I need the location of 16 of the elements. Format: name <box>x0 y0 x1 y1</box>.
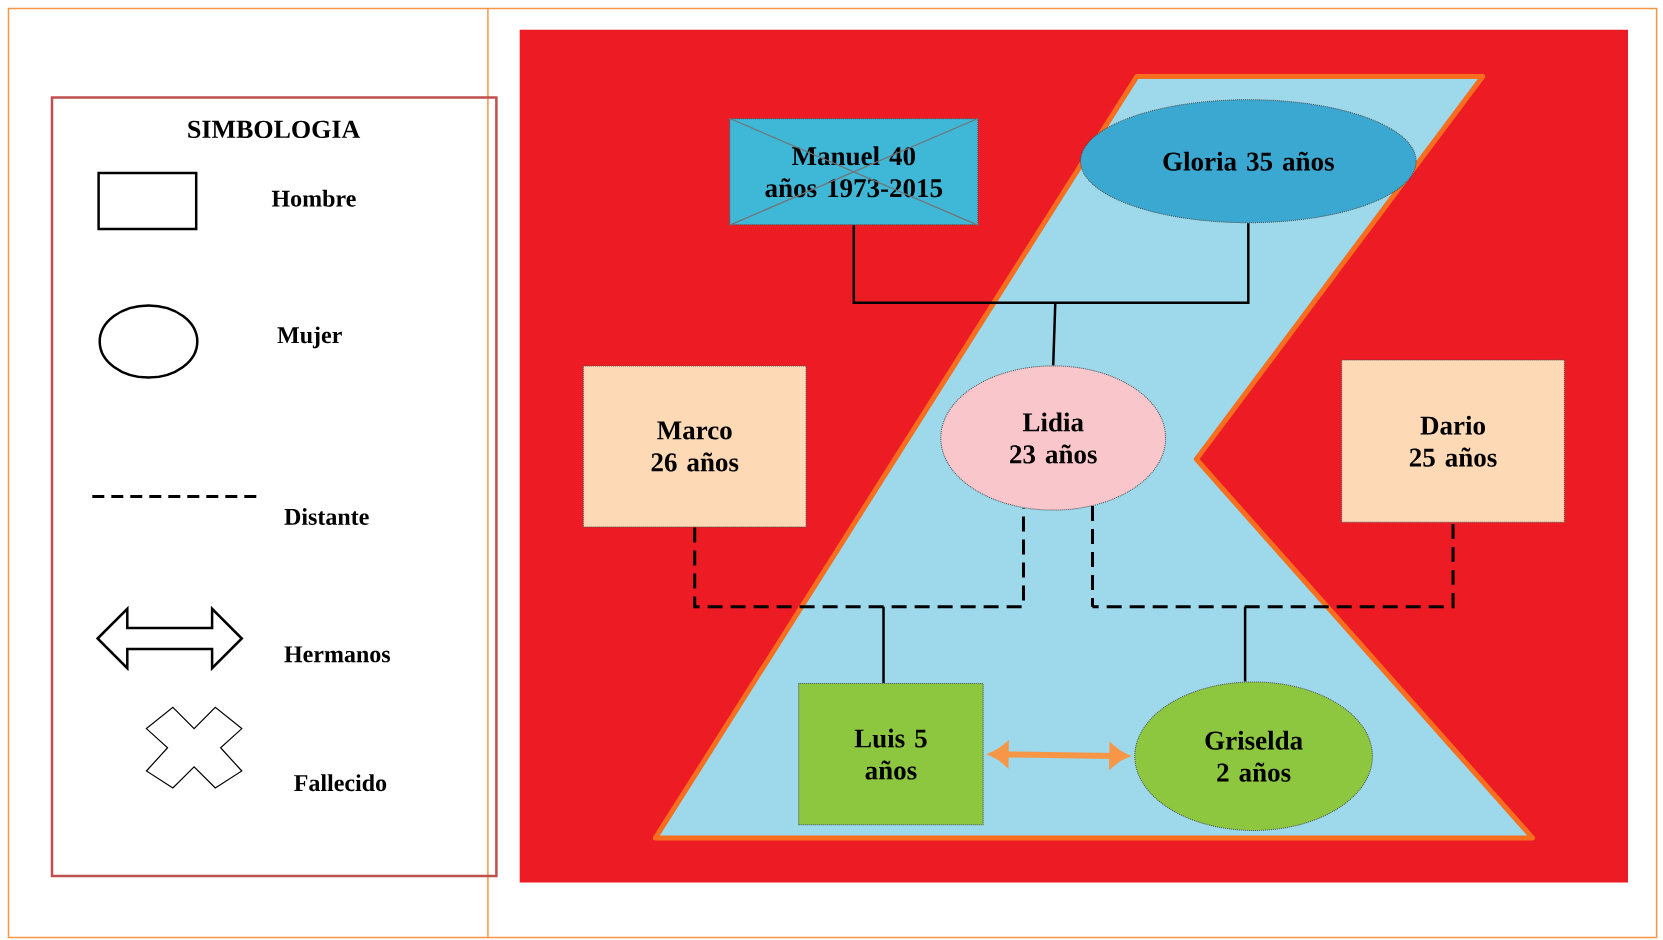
connector-line <box>1090 506 1455 609</box>
legend-entry: Distante <box>92 494 369 525</box>
connector-line <box>1051 302 1057 366</box>
legend-entry: Hombre <box>97 171 356 231</box>
legend-entry: Mujer <box>98 304 342 379</box>
connector-line <box>693 508 1025 609</box>
person-box: Dario 25 años <box>1341 359 1565 523</box>
connector-line <box>852 223 1250 304</box>
person-box: Luis 5 años <box>798 683 984 826</box>
person-box: Marco 26 años <box>582 365 807 528</box>
person-box: Manuel 40 años 1973-2015 <box>729 118 979 226</box>
connector-line <box>1243 606 1247 682</box>
legend-entry: Fallecido <box>145 706 387 792</box>
legend-title: SIMBOLOGIA <box>188 120 361 139</box>
double-arrow <box>989 742 1129 768</box>
connector-line <box>882 606 885 684</box>
